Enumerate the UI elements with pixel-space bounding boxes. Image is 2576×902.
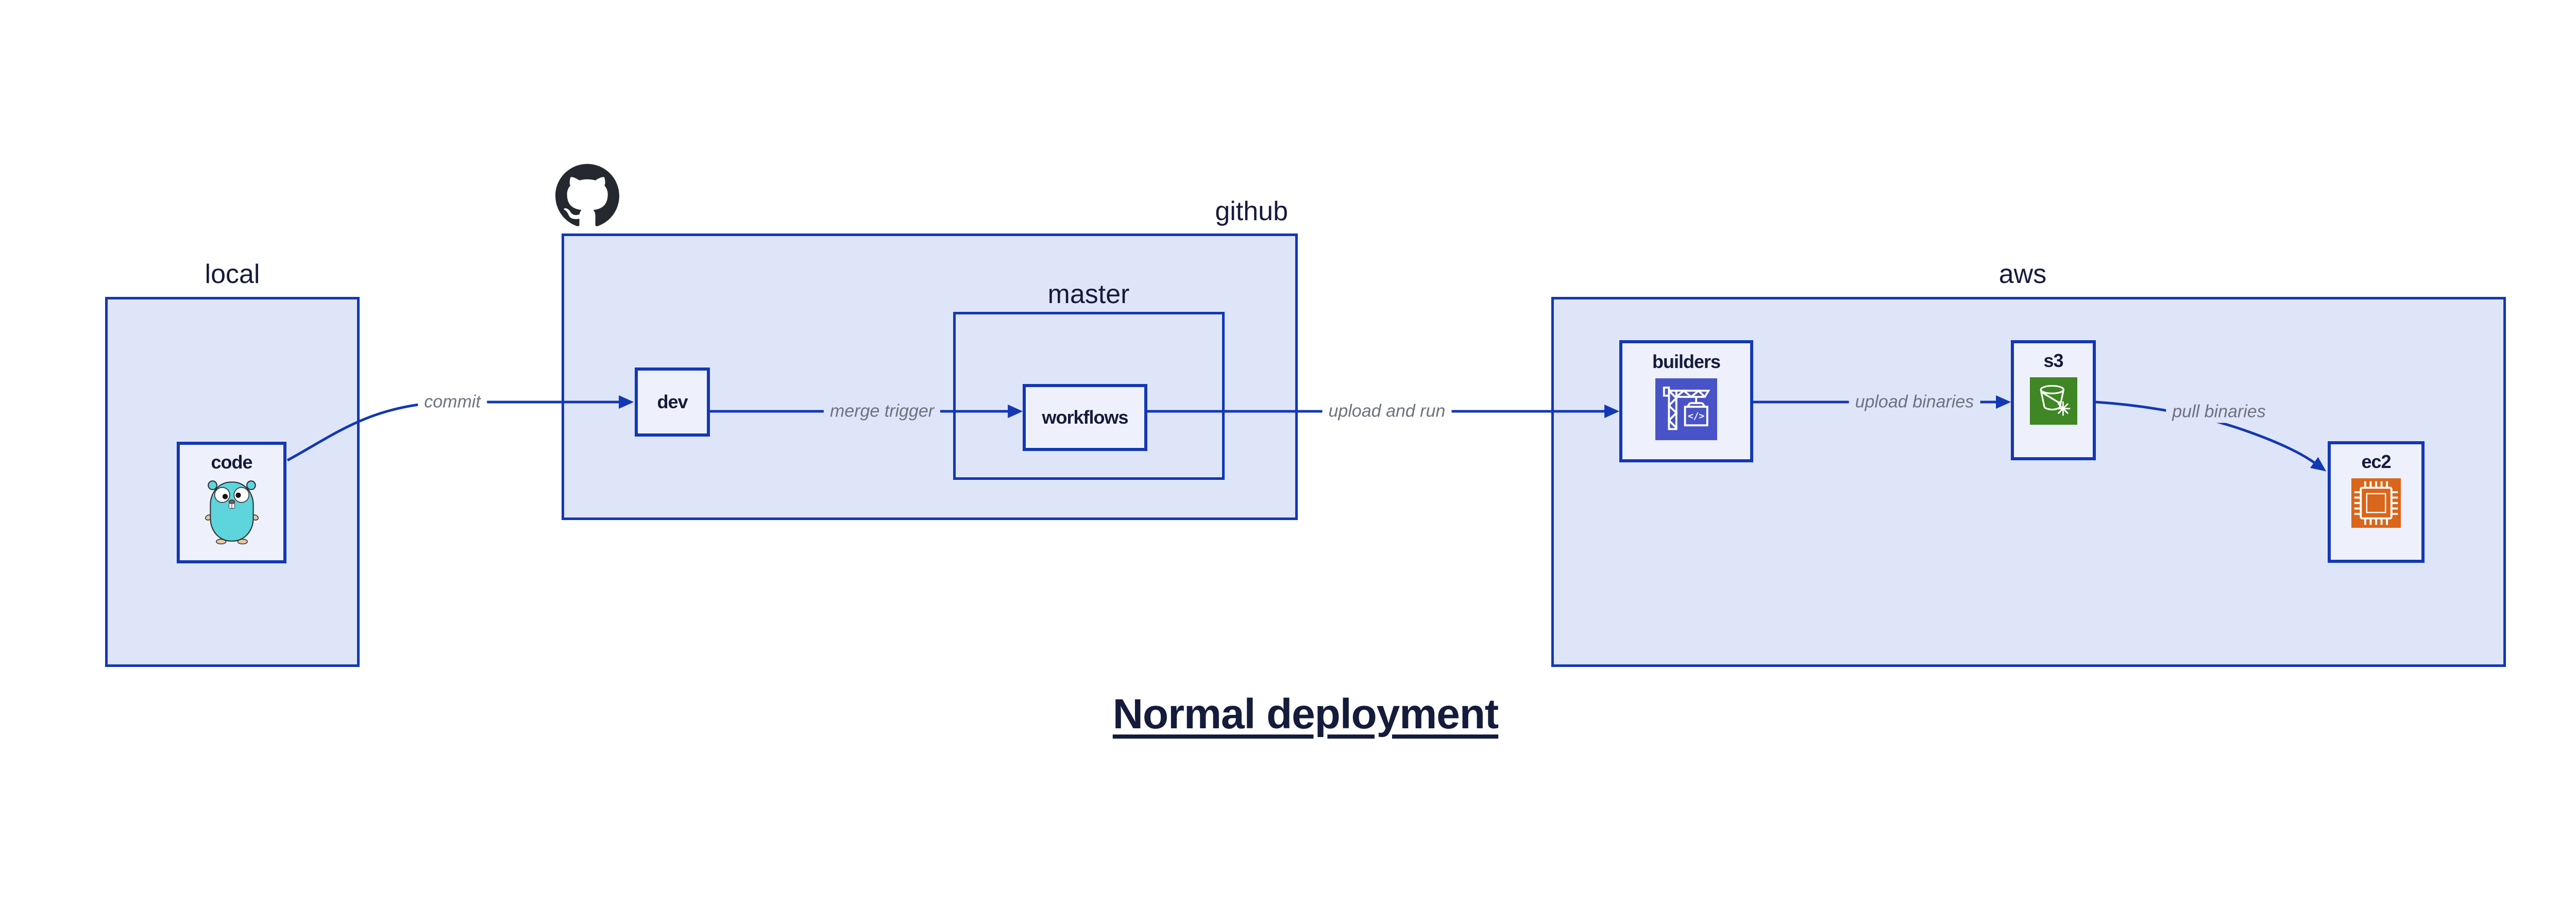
aws-s3-glacier-icon <box>2029 377 2077 425</box>
container-github-label: github <box>1215 196 1288 226</box>
aws-ec2-icon <box>2351 478 2401 528</box>
github-octocat-logo <box>555 164 619 226</box>
edge-merge-trigger-label: merge trigger <box>823 400 941 423</box>
codebuild-code-glyph: </> <box>1688 411 1705 422</box>
node-builders: builders </> <box>1619 340 1753 462</box>
node-code: code <box>177 442 286 563</box>
node-workflows: workflows <box>1023 384 1147 451</box>
edge-pull-binaries-label: pull binaries <box>2166 400 2272 423</box>
edge-pull-binaries-arrow <box>2095 400 2327 472</box>
node-dev-label: dev <box>657 391 688 413</box>
node-code-label: code <box>211 452 252 473</box>
node-builders-label: builders <box>1652 351 1721 372</box>
node-s3-label: s3 <box>2043 350 2063 371</box>
node-ec2: ec2 <box>2328 441 2425 563</box>
aws-codebuild-icon: </> <box>1655 378 1717 440</box>
edge-commit-label: commit <box>418 391 487 413</box>
container-local-label: local <box>205 259 260 289</box>
node-ec2-label: ec2 <box>2361 451 2391 472</box>
edge-upload-and-run-label: upload and run <box>1322 400 1452 423</box>
container-aws-label: aws <box>1998 259 2047 289</box>
go-gopher-icon <box>205 480 259 544</box>
node-dev: dev <box>635 368 710 437</box>
node-workflows-label: workflows <box>1042 407 1128 428</box>
diagram-title: Normal deployment <box>1112 691 1499 738</box>
container-master-label: master <box>1047 279 1130 309</box>
edge-upload-binaries-label: upload binaries <box>1849 391 1980 413</box>
node-s3: s3 <box>2011 340 2096 460</box>
